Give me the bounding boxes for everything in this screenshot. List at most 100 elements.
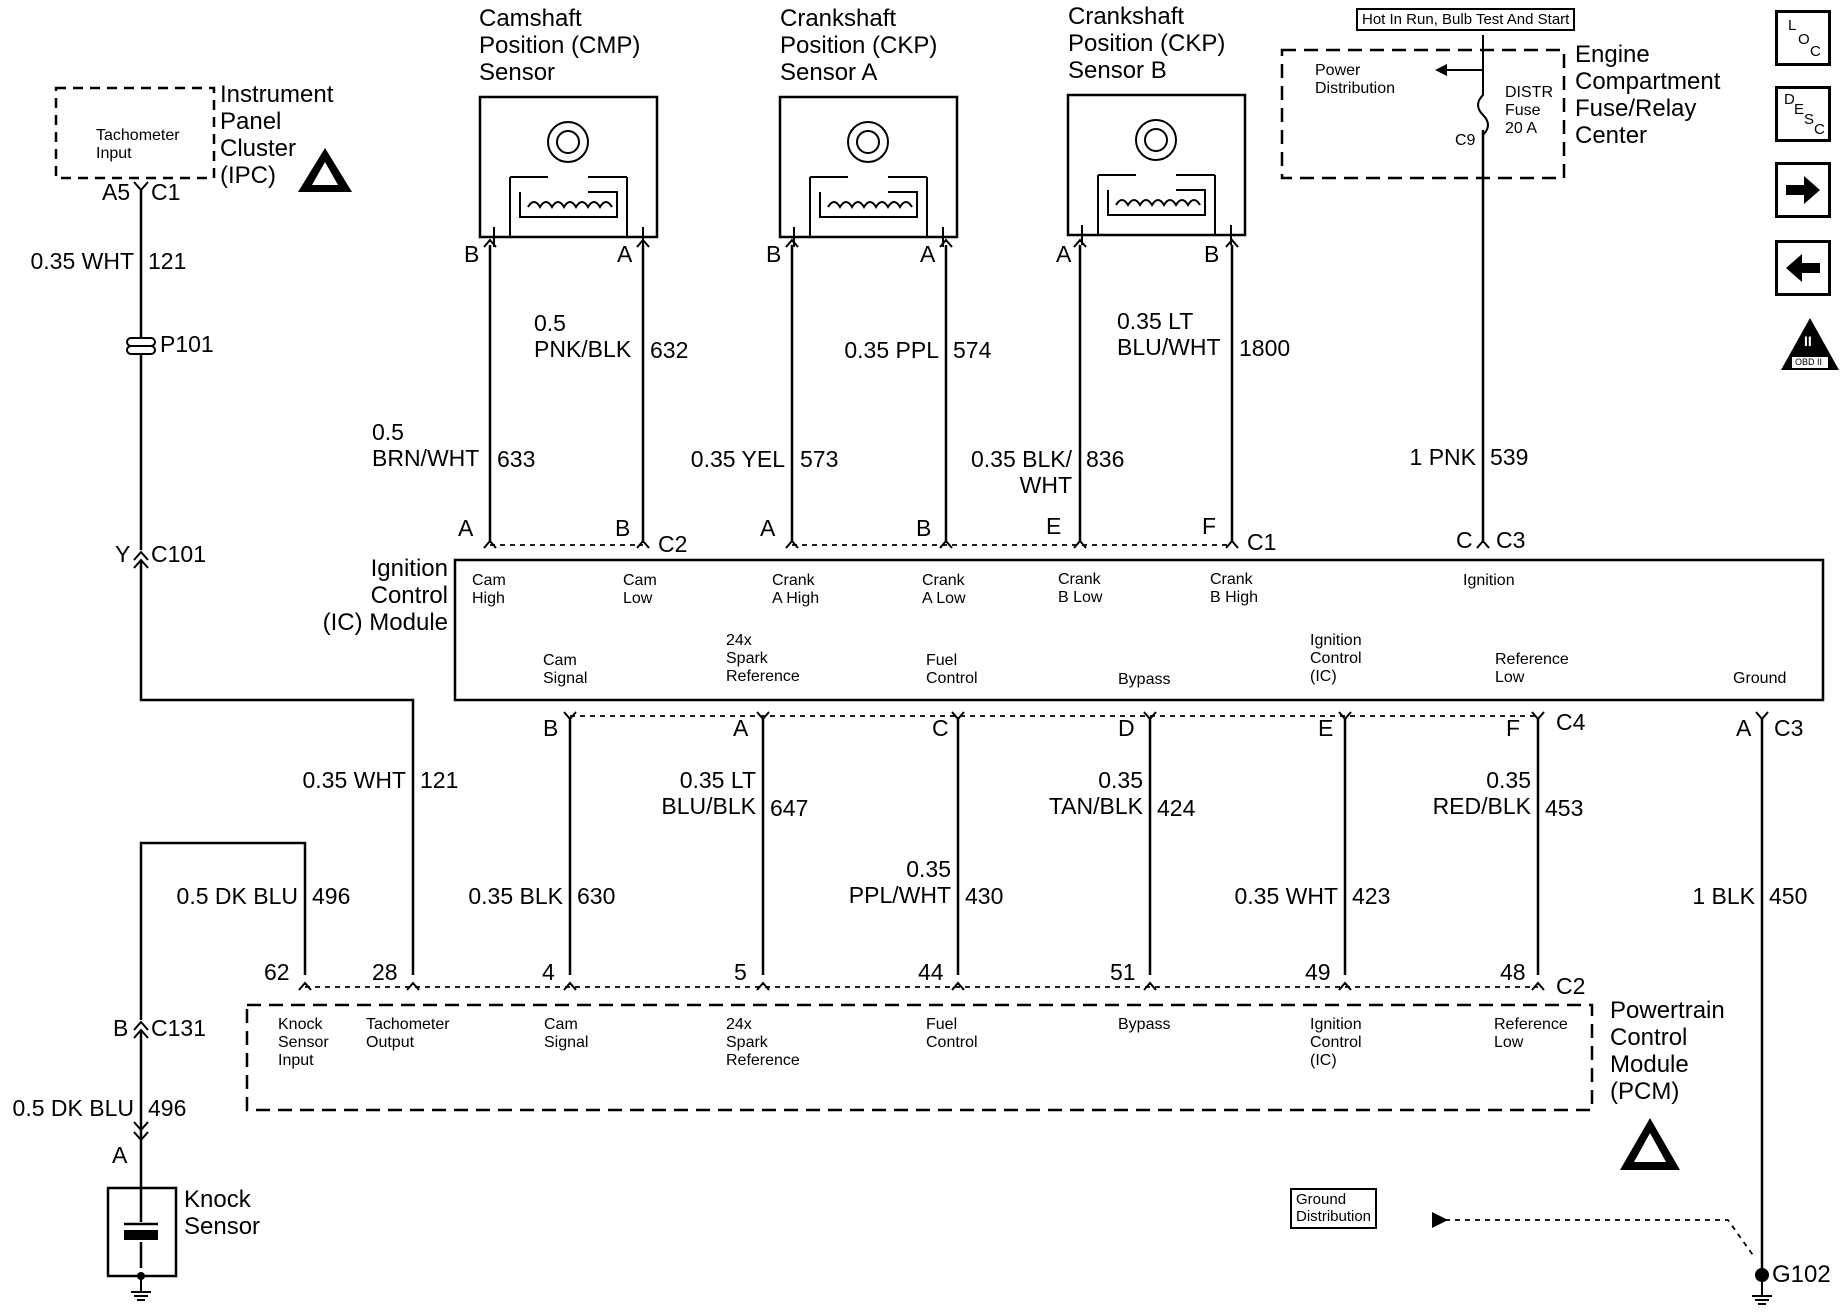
ipc-conn: C1: [151, 179, 181, 205]
fuse-symbol: [1477, 70, 1489, 138]
ic-bottom-term: Fuel Control: [926, 652, 978, 687]
ipc-box: [54, 86, 216, 180]
wire-color-label: 0.35 WHT: [30, 248, 134, 274]
chevron: [298, 981, 1545, 991]
ic-bottom-term: Cam Signal: [543, 652, 588, 687]
ic-module-title: Ignition Control (IC) Module: [322, 555, 448, 636]
prev-button[interactable]: [1775, 240, 1831, 296]
fuse-center-title: Engine Compartment Fuse/Relay Center: [1575, 41, 1721, 149]
cmp-sensor-box: [478, 95, 659, 239]
pcm-pin: 4: [542, 959, 555, 985]
esd-warning-icon: [1620, 1118, 1680, 1170]
pcm-term: Ignition Control (IC): [1310, 1016, 1362, 1069]
c131-label: C131: [151, 1015, 206, 1041]
loc-letter: L: [1788, 17, 1797, 34]
loc-button[interactable]: L O C: [1775, 10, 1831, 66]
ground-distribution-dash: [1445, 1219, 1756, 1259]
ic-top-term: Cam Low: [623, 572, 657, 607]
ic-top-pin: A: [760, 515, 776, 541]
wire-121-lower: [139, 560, 415, 975]
ic-top-pin: A: [458, 515, 474, 541]
fuse-center-box: [1280, 48, 1566, 180]
ic-bottom-term: Bypass: [1118, 671, 1171, 688]
wire-color-label: 0.35 LT BLU/WHT: [1117, 308, 1221, 360]
ic-top-pin: C: [1456, 527, 1473, 553]
wire-color-label: 0.5 DK BLU: [176, 883, 298, 909]
ic-top-term: Crank B High: [1210, 571, 1259, 606]
ic-top-pin: E: [1046, 513, 1062, 539]
arrow-left-icon: [1786, 254, 1820, 282]
wire-color-label: 0.35 BLK/ WHT: [970, 446, 1072, 498]
ckp-b-internal: [1081, 119, 1232, 245]
ipc-title: Instrument Panel Cluster (IPC): [220, 81, 334, 189]
p101-label: P101: [160, 331, 214, 357]
ground-symbol: [1752, 1282, 1772, 1305]
ckp-a-pin-a: A: [920, 241, 936, 267]
ic-bottom-pin: C: [932, 715, 949, 741]
wire-circuit-label: 121: [420, 767, 459, 793]
ic-c2-label: C2: [658, 531, 688, 557]
wire-circuit-label: 539: [1490, 444, 1529, 470]
ic-top-pin: B: [615, 515, 631, 541]
pcm-term: Reference Low: [1494, 1016, 1568, 1051]
ic-c4-label: C4: [1556, 709, 1586, 735]
ic-top-term: Crank A High: [772, 572, 820, 607]
arrow-right-icon: [1786, 176, 1820, 204]
pcm-term: Fuel Control: [926, 1016, 978, 1051]
desc-button[interactable]: D E S C: [1775, 86, 1831, 142]
wire-color-label: 0.35 TAN/BLK: [1048, 767, 1143, 819]
pcm-pin: 51: [1110, 959, 1136, 985]
chevron: [133, 550, 149, 569]
ic-bottom-pin: D: [1118, 715, 1135, 741]
ic-bottom-term: Reference Low: [1495, 651, 1569, 686]
ic-bottom-term: Ground: [1733, 670, 1787, 687]
ic-bottom-pin: A: [733, 715, 749, 741]
chevron: [483, 238, 1239, 248]
next-button[interactable]: [1775, 162, 1831, 218]
loc-letter: C: [1810, 43, 1821, 60]
knock-sensor-title: Knock Sensor: [184, 1186, 261, 1240]
ckp-b-sensor-box: [1066, 93, 1247, 237]
pcm-term: 24x Spark Reference: [726, 1016, 800, 1069]
pcm-box: [245, 1003, 1594, 1112]
obd-mark: II: [1804, 333, 1812, 349]
desc-letter: E: [1794, 101, 1805, 118]
c131-pin: B: [113, 1015, 129, 1041]
ground-label: G102: [1772, 1261, 1831, 1288]
ic-top-term: Cam High: [472, 572, 506, 607]
desc-letter: S: [1804, 111, 1815, 128]
wire-color-label: 0.35 WHT: [1234, 883, 1338, 909]
cmp-pin-b: B: [464, 241, 480, 267]
ckp-a-internal: [793, 121, 944, 247]
wire-circuit-label: 121: [148, 248, 187, 274]
ground-dot: [1755, 1268, 1769, 1282]
p101-connector: [126, 337, 156, 355]
wire-color-label: 0.35 YEL: [690, 446, 785, 472]
wire-color-label: 0.5 PNK/BLK: [534, 310, 632, 362]
pcm-term: Tachometer Output: [366, 1016, 450, 1051]
ckp-a-pin-b: B: [766, 241, 782, 267]
wire-circuit-label: 430: [965, 883, 1004, 909]
knock-element: [124, 1230, 158, 1240]
wire-circuit-label: 424: [1157, 795, 1196, 821]
ckp-b-title: Crankshaft Position (CKP) Sensor B: [1068, 3, 1226, 84]
knock-pin: A: [112, 1142, 128, 1168]
c101-label: C101: [151, 541, 206, 567]
ipc-pin-label: Tachometer Input: [96, 127, 180, 162]
knock-internal: [124, 1140, 158, 1268]
wire-color-label: 0.5 BRN/WHT: [372, 419, 480, 471]
cmp-internal: [493, 121, 644, 247]
chevron: [563, 711, 1769, 721]
esd-warning-icon: [298, 148, 352, 192]
pcm-pin: 5: [734, 959, 747, 985]
ic-bottom-pin: F: [1506, 715, 1521, 741]
pcm-pin: 28: [372, 959, 398, 985]
wire-color-label: 0.35 LT BLU/BLK: [661, 767, 756, 819]
knock-ground-symbol: [131, 1276, 151, 1301]
ckp-b-pin-b: B: [1204, 241, 1220, 267]
ic-top-term: Crank A Low: [922, 572, 966, 607]
ckp-b-pin-a: A: [1056, 241, 1072, 267]
c101-pin: Y: [115, 541, 131, 567]
wire-circuit-label: 496: [312, 883, 351, 909]
wire-circuit-label: 647: [770, 795, 809, 821]
